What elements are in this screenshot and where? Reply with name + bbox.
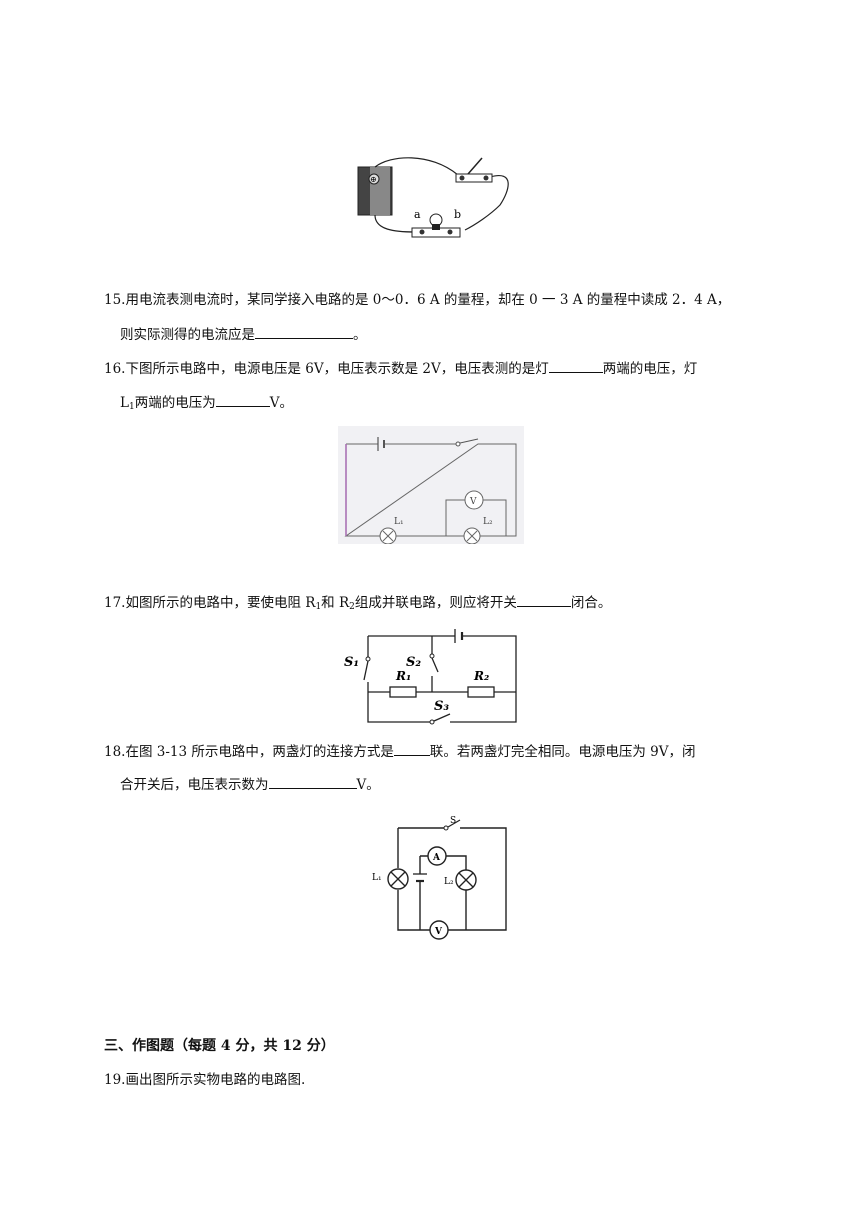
lamp-l1-icon: [387, 868, 409, 890]
label-r2: R₂: [473, 669, 489, 683]
svg-text:⊕: ⊕: [370, 175, 377, 184]
switch-s-icon: [443, 819, 461, 831]
answer-blank-q15[interactable]: [255, 324, 353, 339]
knife-switch-icon: [455, 157, 493, 183]
q16-circuit-diagram: L₁ L₂ V: [338, 426, 524, 544]
label-l1: L₁: [372, 873, 382, 883]
question-15-line1: 15.用电流表测电流时，某同学接入电路的是 0～0．6 A 的量程，却在 0 一…: [104, 292, 731, 308]
switch-s3-icon: [429, 713, 451, 725]
question-19: 19.画出图所示实物电路的电路图.: [104, 1072, 306, 1088]
question-16-line1: 16.下图所示电路中，电源电压是 6V，电压表示数是 2V，电压表测的是灯两端的…: [104, 358, 697, 379]
answer-blank-q16-lamp[interactable]: [548, 358, 603, 373]
battery-icon: [377, 437, 385, 451]
label-l1: L₁: [394, 517, 404, 527]
label-s1: S₁: [344, 655, 359, 670]
switch-s1-icon: [363, 636, 371, 681]
lamp-l2-icon: [463, 527, 481, 544]
question-17: 17.如图所示的电路中，要使电阻 R1和 R2组成并联电路，则应将开关闭合。: [104, 592, 611, 617]
section-3-title: 三、作图题（每题 4 分，共 12 分）: [104, 1038, 335, 1054]
voltmeter-icon: V: [464, 490, 484, 510]
label-s3: S₃: [434, 699, 449, 714]
switch-icon: [455, 438, 479, 447]
terminal-a-label: a: [414, 208, 421, 221]
answer-blank-q18-voltage[interactable]: [268, 774, 357, 789]
lamp-l1-icon: [379, 527, 397, 544]
label-s2: S₂: [406, 655, 421, 670]
answer-blank-q16-voltage[interactable]: [215, 392, 270, 407]
svg-text:V: V: [434, 927, 443, 937]
q17-circuit-diagram: S₁ S₂ R₁ R₂ S₃: [344, 629, 517, 725]
question-18-line1: 18.在图 3-13 所示电路中，两盏灯的连接方式是联。若两盏灯完全相同。电源电…: [104, 741, 696, 762]
answer-blank-q18-connection[interactable]: [393, 741, 430, 756]
label-l2: L₂: [444, 877, 454, 887]
voltmeter-icon: V: [429, 920, 449, 940]
label-l2: L₂: [483, 517, 493, 527]
terminal-b-label: b: [454, 208, 461, 221]
q14-physical-circuit-figure: ⊕ a b: [357, 157, 509, 238]
answer-blank-q17[interactable]: [516, 592, 571, 607]
ammeter-icon: A: [427, 846, 447, 866]
battery-icon: [413, 873, 427, 883]
q18-circuit-diagram: S L₁ A L₂ V: [372, 816, 507, 940]
resistor-r1-icon: [389, 686, 417, 698]
lamp-holder-icon: [411, 213, 461, 238]
lamp-l2-icon: [455, 869, 477, 891]
svg-text:A: A: [432, 853, 441, 863]
label-s: S: [450, 816, 456, 826]
question-15-line2: 则实际测得的电流应是。: [120, 324, 367, 345]
label-r1: R₁: [395, 669, 411, 683]
switch-s2-icon: [429, 636, 439, 692]
battery-icon: [454, 629, 464, 643]
resistor-r2-icon: [467, 686, 495, 698]
svg-text:V: V: [469, 497, 477, 507]
